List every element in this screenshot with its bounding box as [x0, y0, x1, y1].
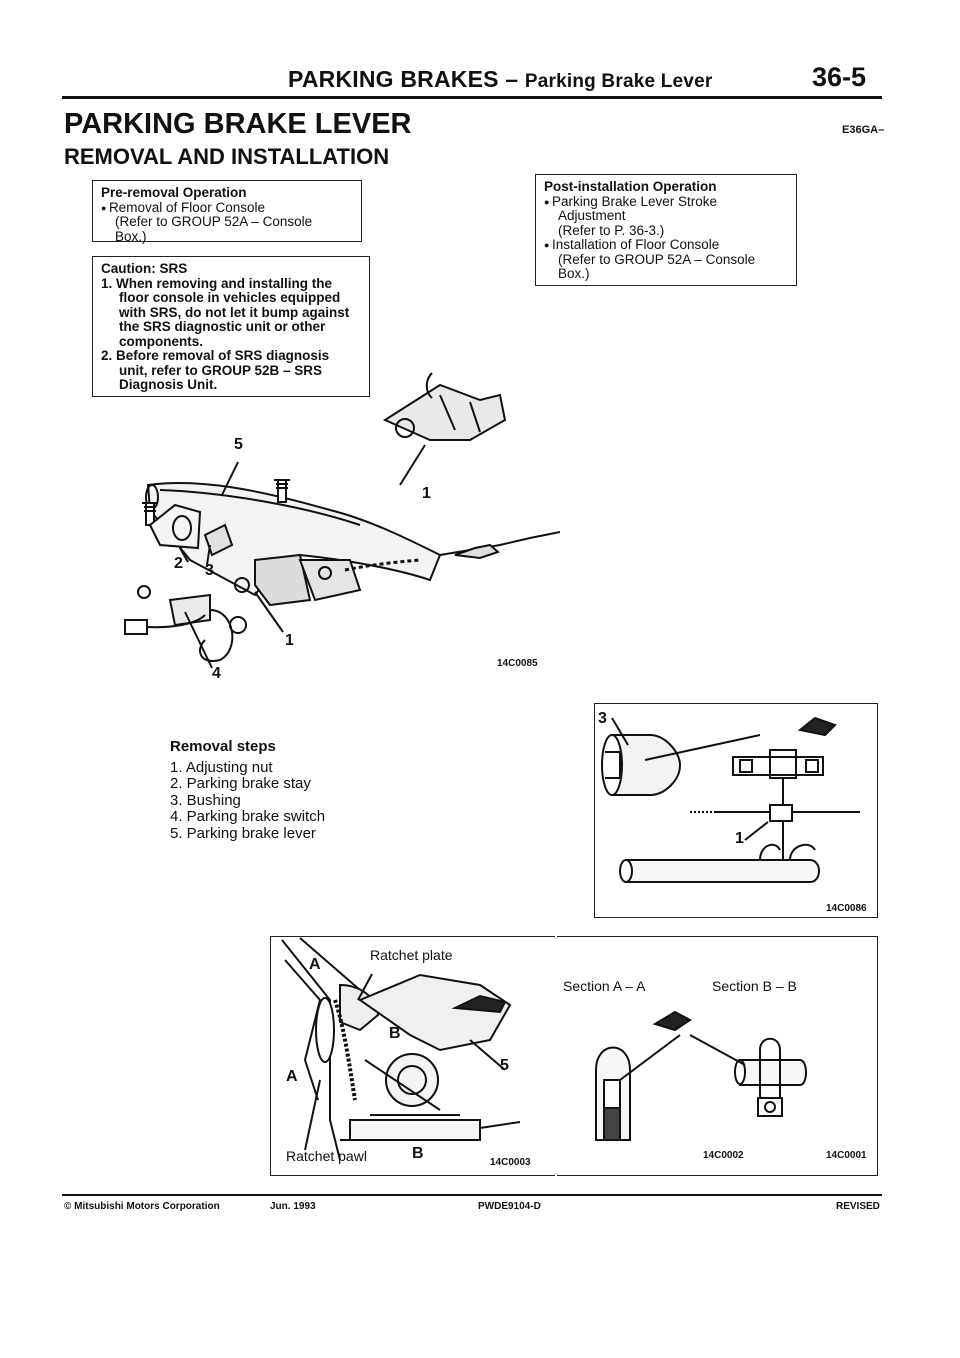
- header-section: PARKING BRAKES: [288, 66, 499, 92]
- section-b-marker-top: B: [389, 1025, 401, 1042]
- section-a-marker-bottom: A: [286, 1068, 298, 1085]
- caution-item-1-line-3: with SRS, do not let it bump against: [119, 304, 350, 320]
- pre-removal-ref-2: Box.): [115, 228, 147, 244]
- callout-1-top: 1: [422, 485, 431, 502]
- post-installation-item-1: Parking Brake Lever Stroke: [544, 194, 788, 210]
- post-installation-item-1-ref: (Refer to P. 36-3.): [558, 222, 665, 238]
- removal-step: 3. Bushing: [170, 791, 241, 809]
- post-installation-item-2-ref-2: Box.): [558, 266, 590, 281]
- callout-2: 2: [174, 555, 183, 572]
- caution-item-1-line-1: When removing and installing the: [116, 275, 333, 291]
- removal-steps: Removal steps 1. Adjusting nut 2. Parkin…: [170, 738, 326, 842]
- pre-removal-item: Removal of Floor Console: [101, 200, 353, 216]
- ratchet-pawl-label: Ratchet pawl: [286, 1148, 367, 1164]
- running-header: PARKING BRAKES – Parking Brake Lever: [288, 66, 712, 93]
- header-dash: –: [505, 66, 519, 92]
- page-number: 36-5: [812, 62, 867, 92]
- header-subsection: Parking Brake Lever: [524, 71, 713, 92]
- callout-4: 4: [212, 665, 221, 682]
- caution-item-1-line-2: floor console in vehicles equipped: [119, 290, 341, 305]
- footer-status: REVISED: [836, 1201, 880, 1212]
- page-subtitle: REMOVAL AND INSTALLATION: [64, 144, 390, 169]
- bushing-figure-code: 14C0086: [826, 903, 867, 914]
- pre-removal-title: Pre-removal Operation: [101, 185, 247, 200]
- section-a-figure-code: 14C0002: [703, 1150, 744, 1161]
- caution-item-1-num: 1.: [101, 275, 113, 291]
- post-installation-item-2: Installation of Floor Console: [544, 237, 788, 253]
- removal-step: 5. Parking brake lever: [170, 824, 316, 842]
- post-installation-title: Post-installation Operation: [544, 179, 717, 194]
- section-b-marker-bottom: B: [412, 1145, 424, 1162]
- pre-removal-box: Pre-removal Operation Removal of Floor C…: [92, 180, 362, 244]
- post-installation-box: Post-installation Operation Parking Brak…: [535, 174, 797, 286]
- caution-item-2-line-2: unit, refer to GROUP 52B – SRS: [119, 362, 323, 378]
- removal-step: 4. Parking brake switch: [170, 808, 326, 825]
- removal-step: 1. Adjusting nut: [170, 758, 273, 776]
- footer-rule: [62, 1194, 882, 1196]
- footer-copyright: © Mitsubishi Motors Corporation: [64, 1201, 220, 1212]
- main-figure-code: 14C0085: [497, 658, 538, 669]
- header-rule: [62, 96, 882, 99]
- bushing-callout-1: 1: [735, 830, 744, 847]
- callout-3: 3: [205, 562, 214, 579]
- footer-publication: PWDE9104-D: [478, 1201, 541, 1212]
- section-a-marker-top: A: [309, 956, 321, 973]
- caution-item-1-line-4: the SRS diagnostic unit or other: [119, 319, 326, 334]
- post-installation-item-2-ref: (Refer to GROUP 52A – Console: [558, 251, 756, 267]
- caution-item-2-line-1: Before removal of SRS diagnosis: [116, 348, 330, 363]
- post-installation-item-1-line-2: Adjustment: [558, 208, 626, 223]
- caution-item-1-line-5: components.: [119, 333, 204, 349]
- ratchet-figure-code: 14C0003: [490, 1157, 531, 1168]
- ratchet-callout-5: 5: [500, 1057, 509, 1074]
- callout-5: 5: [234, 436, 243, 453]
- bushing-detail-figure: [594, 703, 878, 918]
- bushing-callout-3: 3: [598, 710, 607, 727]
- document-reference: E36GA–: [842, 124, 885, 136]
- caution-item-2-num: 2.: [101, 348, 113, 363]
- ratchet-detail-figure: [270, 936, 878, 1176]
- pre-removal-ref: (Refer to GROUP 52A – Console: [115, 214, 313, 229]
- caution-item-2-line-3: Diagnosis Unit.: [119, 377, 218, 392]
- footer-date: Jun. 1993: [270, 1201, 316, 1212]
- caution-box: Caution: SRS 1. When removing and instal…: [92, 256, 370, 397]
- section-b-b-caption: Section B – B: [712, 978, 797, 994]
- callout-1-bottom: 1: [285, 632, 294, 649]
- page-title: PARKING BRAKE LEVER: [64, 108, 412, 140]
- removal-step: 2. Parking brake stay: [170, 775, 311, 792]
- section-a-a-caption: Section A – A: [563, 978, 646, 994]
- ratchet-plate-label: Ratchet plate: [370, 947, 453, 963]
- removal-steps-title: Removal steps: [170, 738, 276, 755]
- caution-title: Caution: SRS: [101, 261, 188, 276]
- section-b-figure-code: 14C0001: [826, 1150, 867, 1161]
